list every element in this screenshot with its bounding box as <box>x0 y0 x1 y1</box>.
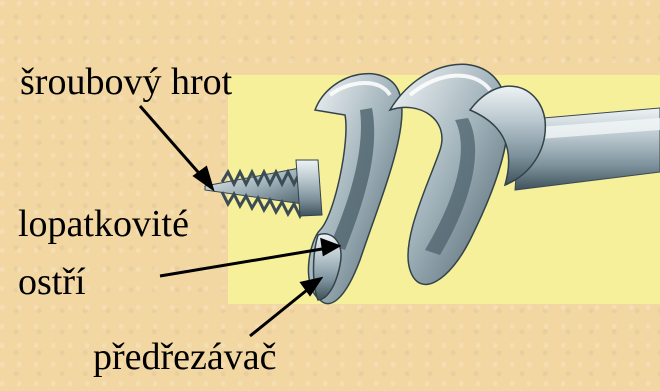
spiral-body <box>308 64 545 303</box>
screw-tip <box>205 160 322 216</box>
label-pre-cutter: předřezávač <box>93 338 277 376</box>
arrow-pre-cutter <box>250 286 312 336</box>
label-screw-tip: šroubový hrot <box>20 63 232 101</box>
arrow-blade <box>160 248 328 276</box>
label-blade-line2: ostří <box>18 263 86 301</box>
label-blade-line1: lopatkovité <box>18 205 189 243</box>
arrow-screw-tip <box>140 106 205 180</box>
